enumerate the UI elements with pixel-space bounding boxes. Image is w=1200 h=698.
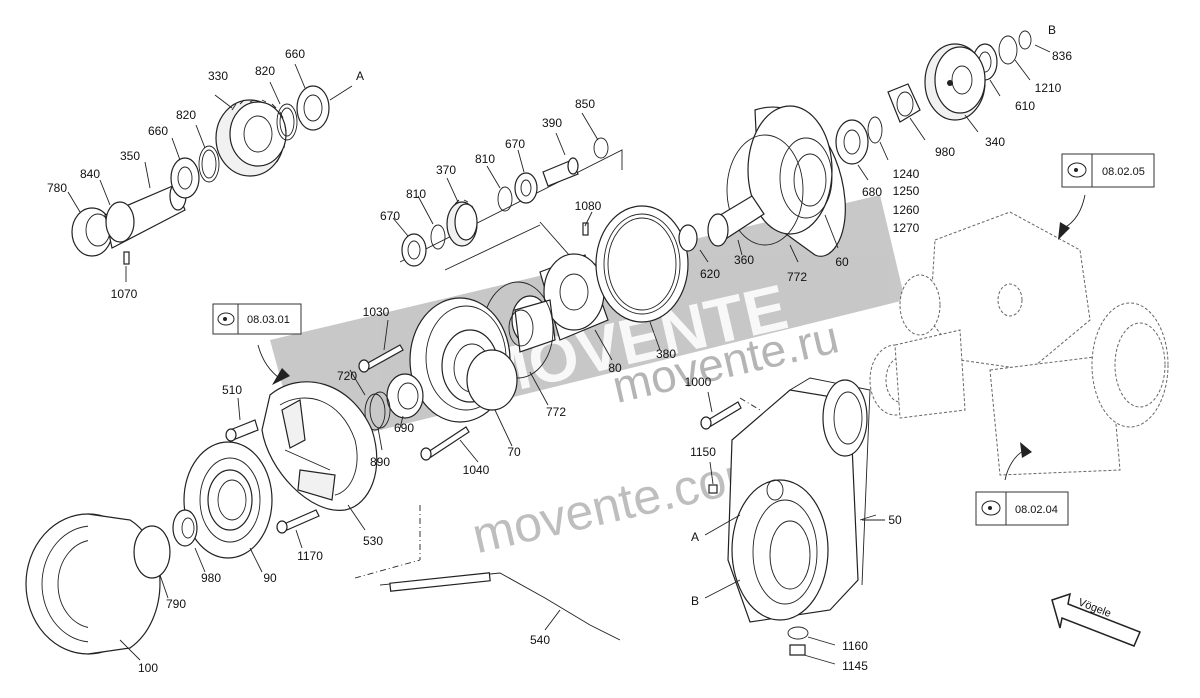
part-label-B1[interactable]: B (1048, 23, 1056, 37)
part-label-840[interactable]: 840 (80, 167, 100, 181)
part-label-820a[interactable]: 820 (255, 64, 275, 78)
part-label-1270[interactable]: 1270 (893, 221, 920, 235)
ref-label-08-03-01: 08.03.01 (247, 314, 290, 326)
part-label-370[interactable]: 370 (436, 163, 456, 177)
ref-box-08-02-05[interactable]: 08.02.05 (1061, 153, 1155, 188)
vogele-logo: Vögele (1051, 592, 1141, 647)
input-shaft-group (67, 63, 353, 282)
part-label-330[interactable]: 330 (208, 69, 228, 83)
part-label-780[interactable]: 780 (47, 181, 67, 195)
ref-label-08-02-04: 08.02.04 (1015, 504, 1058, 516)
part-label-1080[interactable]: 1080 (575, 199, 602, 213)
part-label-360[interactable]: 360 (734, 253, 754, 267)
housing-group (700, 377, 885, 665)
part-label-890[interactable]: 890 (370, 455, 390, 469)
part-label-1170[interactable]: 1170 (297, 549, 323, 563)
part-label-70[interactable]: 70 (507, 445, 521, 459)
part-label-620[interactable]: 620 (700, 267, 720, 281)
part-label-540[interactable]: 540 (530, 633, 550, 647)
part-label-530[interactable]: 530 (363, 534, 383, 548)
part-label-810a[interactable]: 810 (475, 152, 495, 166)
part-label-670b[interactable]: 670 (380, 209, 400, 223)
part-label-850[interactable]: 850 (575, 97, 595, 111)
part-label-510[interactable]: 510 (222, 383, 242, 397)
part-label-1240[interactable]: 1240 (893, 167, 920, 181)
part-label-90[interactable]: 90 (263, 571, 277, 585)
part-label-610[interactable]: 610 (1015, 99, 1035, 113)
part-label-660b[interactable]: 660 (148, 124, 168, 138)
part-label-836[interactable]: 836 (1052, 49, 1072, 63)
part-label-660a[interactable]: 660 (285, 47, 305, 61)
part-label-720[interactable]: 720 (337, 369, 357, 383)
part-label-350[interactable]: 350 (120, 149, 140, 163)
part-label-1160[interactable]: 1160 (842, 639, 868, 653)
part-label-810b[interactable]: 810 (406, 187, 426, 201)
part-label-B2[interactable]: B (691, 594, 699, 608)
part-label-670a[interactable]: 670 (505, 137, 525, 151)
ref-arrows (257, 194, 1086, 481)
planetary-group (349, 112, 689, 463)
part-label-340[interactable]: 340 (985, 135, 1005, 149)
part-label-50[interactable]: 50 (888, 513, 902, 527)
part-label-1030[interactable]: 1030 (363, 305, 390, 319)
part-label-772a[interactable]: 772 (546, 405, 566, 419)
part-label-980b[interactable]: 980 (935, 145, 955, 159)
part-label-1260[interactable]: 1260 (893, 203, 920, 217)
part-label-100[interactable]: 100 (138, 661, 158, 675)
part-label-390[interactable]: 390 (542, 116, 562, 130)
part-label-1145[interactable]: 1145 (842, 659, 868, 673)
hub-group (25, 381, 621, 661)
part-label-1150[interactable]: 1150 (690, 445, 716, 459)
part-label-680[interactable]: 680 (862, 185, 882, 199)
part-label-772b[interactable]: 772 (787, 270, 807, 284)
part-label-60[interactable]: 60 (835, 255, 849, 269)
part-label-1040[interactable]: 1040 (463, 463, 490, 477)
ref-box-08-03-01[interactable]: 08.03.01 (212, 303, 302, 335)
part-label-820b[interactable]: 820 (176, 108, 196, 122)
part-label-980a[interactable]: 980 (201, 571, 221, 585)
ref-box-08-02-04[interactable]: 08.02.04 (975, 491, 1069, 526)
part-label-1070[interactable]: 1070 (111, 287, 138, 301)
part-label-A2[interactable]: A (691, 530, 699, 544)
ghosted-gearbox (869, 211, 1169, 476)
watermark-url-com: movente.com (467, 442, 772, 564)
part-label-1210[interactable]: 1210 (1035, 81, 1062, 95)
part-label-380[interactable]: 380 (656, 347, 676, 361)
ref-label-08-02-05: 08.02.05 (1102, 166, 1145, 178)
part-label-1000[interactable]: 1000 (685, 375, 712, 389)
part-label-80[interactable]: 80 (608, 361, 622, 375)
part-label-790[interactable]: 790 (166, 597, 186, 611)
part-label-690[interactable]: 690 (394, 421, 414, 435)
output-group (678, 30, 1051, 263)
part-label-1250[interactable]: 1250 (893, 184, 920, 198)
part-label-A1[interactable]: A (356, 69, 364, 83)
